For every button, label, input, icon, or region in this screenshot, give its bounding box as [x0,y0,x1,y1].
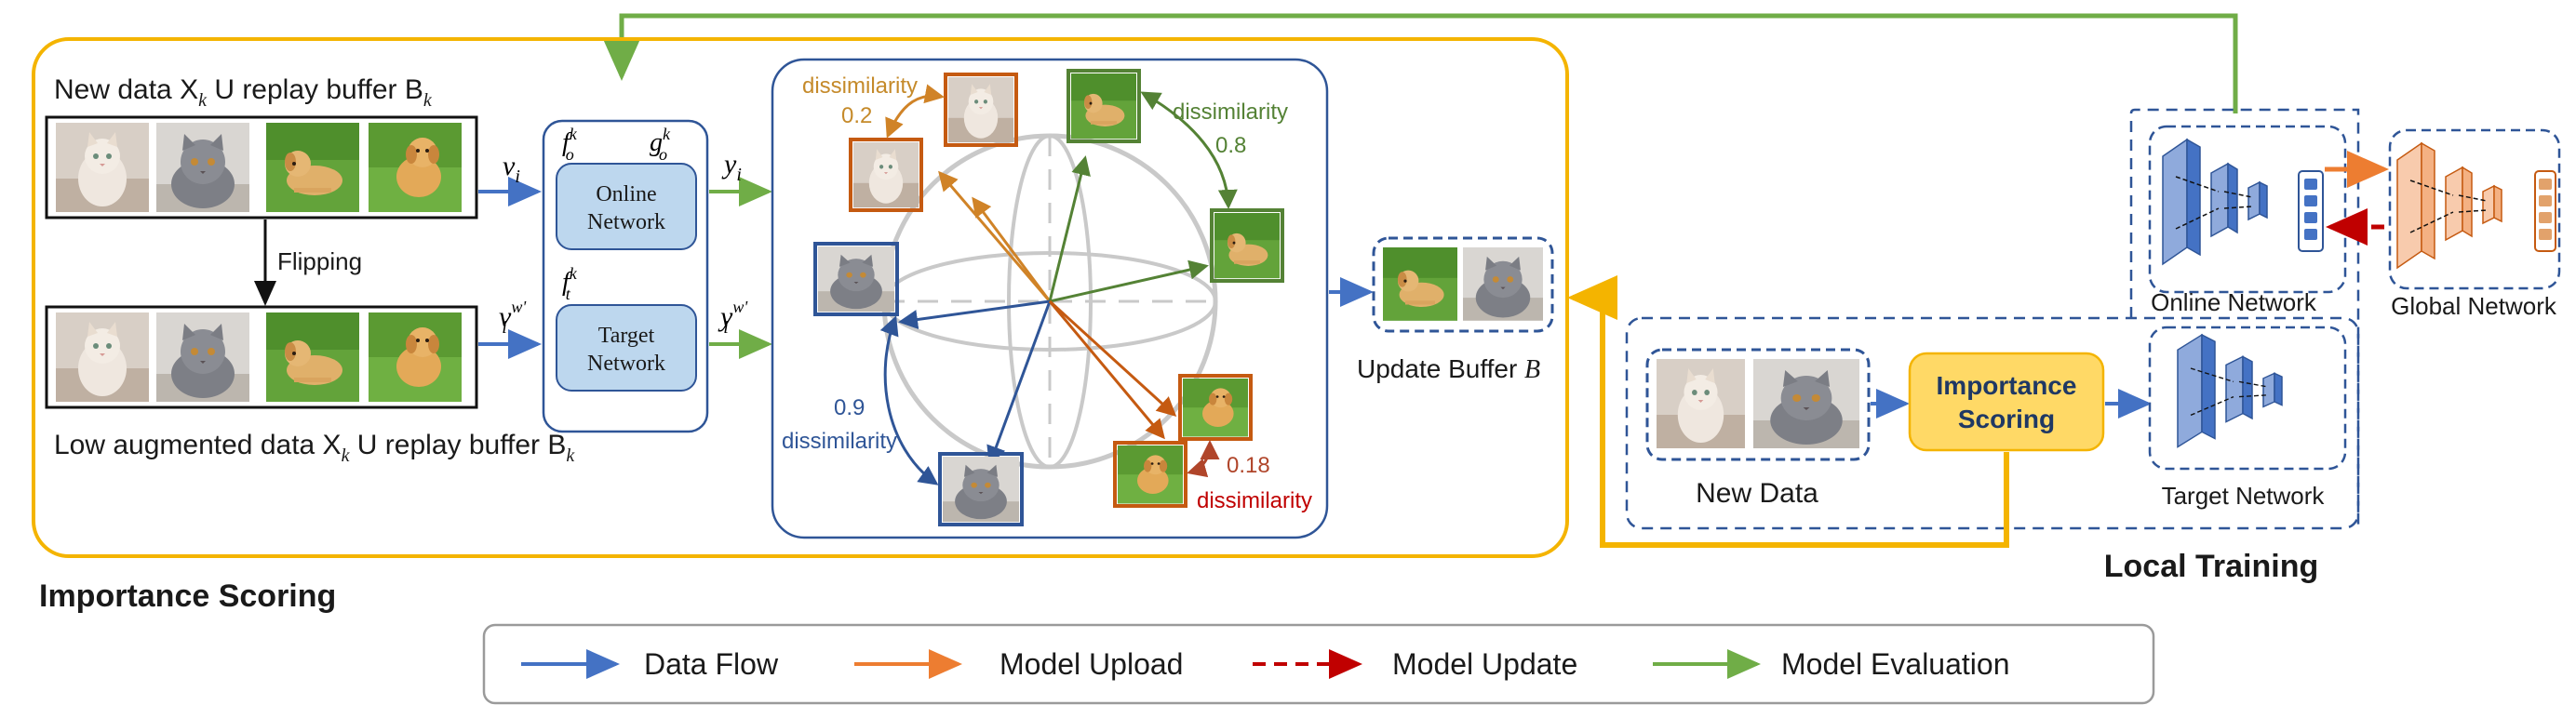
target-network-line2: Network [587,352,665,376]
blue-cat-frame [813,242,899,316]
cat-photo-icon [1657,359,1745,448]
green-dissimilarity-value: 0.8 [1215,133,1246,158]
blue-cat-frame-2 [938,452,1024,526]
flipped-puppy-photo-icon [369,312,462,402]
green-dissimilarity-label: dissimilarity [1173,100,1288,125]
target-network-caption: Target Network [2162,482,2326,510]
local-training-title: Local Training [2104,549,2318,584]
cat-photo-icon [56,123,149,212]
grey-cat-photo-icon [1753,359,1859,448]
red-dissimilarity-value: 0.18 [1227,453,1270,478]
blue-dissimilarity-label: dissimilarity [782,429,897,454]
online-network-line1: Online [596,182,656,206]
flipping-label: Flipping [277,247,362,275]
flipped-dog-photo-icon [266,312,359,402]
augmented-data-label: Low augmented data Xk U replay buffer Bk [54,430,575,466]
update-buffer-label: Update Buffer B [1357,354,1540,384]
legend-model-update-label: Model Update [1392,647,1577,681]
flipped-cat-photo-icon [56,312,149,402]
red-puppy-frame [1178,374,1253,441]
dog-photo-icon [1383,247,1457,321]
new-data-caption: New Data [1696,478,1818,509]
dog-photo-icon [1214,213,1280,279]
blue-dissimilarity-arrow [879,315,939,485]
new-data-label: New data Xk U replay buffer Bk [54,74,433,111]
puppy-photo-icon [1118,445,1183,504]
grey-cat-photo-icon [1463,247,1543,321]
flipped-grey-cat-photo-icon [156,312,249,402]
orange-cat-frame-2 [849,138,923,212]
cat-photo-icon [853,142,919,208]
cat-photo-icon [948,77,1013,143]
legend-data-flow-label: Data Flow [644,647,779,681]
global-network-caption: Global Network [2391,292,2557,320]
online-network-box [556,163,697,250]
importance-scoring-title: Importance Scoring [39,578,336,614]
dog-photo-icon [1071,73,1136,140]
model-evaluation-arrow [603,13,2238,113]
yi-label: yi [721,149,742,185]
orange-cat-frame [944,73,1018,147]
blue-dissimilarity-value: 0.9 [834,395,865,420]
red-puppy-frame-2 [1113,441,1187,508]
legend-model-evaluation-label: Model Evaluation [1781,647,2009,681]
red-dissimilarity-label: dissimilarity [1197,488,1312,513]
green-dog-frame-2 [1210,208,1284,283]
importance-scoring-line1: Importance [1937,371,2077,400]
vi-label: vi [503,151,520,187]
green-dissimilarity-arrow [1140,91,1238,209]
scored-data-return-arrow [1567,275,2009,548]
online-network-line2: Network [587,210,665,234]
target-network-box [556,304,697,392]
target-network-line1: Target [598,324,655,348]
local-training-frame-upper [2129,108,2360,528]
grey-cat-photo-icon [943,457,1019,523]
puppy-photo-icon [369,123,462,212]
orange-dissimilarity-label: dissimilarity [802,73,918,99]
legend-model-upload-label: Model Upload [1000,647,1183,681]
importance-scoring-box[interactable] [1908,352,2105,452]
vw-label: vw'i [499,298,527,338]
grey-cat-photo-icon [818,246,894,312]
grey-cat-photo-icon [156,123,249,212]
green-dog-frame [1067,69,1141,143]
red-dissimilarity-arrow [1187,440,1220,478]
orange-dissimilarity-value: 0.2 [841,103,872,128]
puppy-photo-icon [1183,379,1248,437]
embedding-vectors [898,155,1209,466]
orange-dissimilarity-arrow [885,84,945,139]
dog-photo-icon [266,123,359,212]
yw-label: yw'i [718,298,748,338]
online-network-caption: Online Network [2151,288,2317,316]
importance-scoring-line2: Scoring [1958,405,2055,433]
